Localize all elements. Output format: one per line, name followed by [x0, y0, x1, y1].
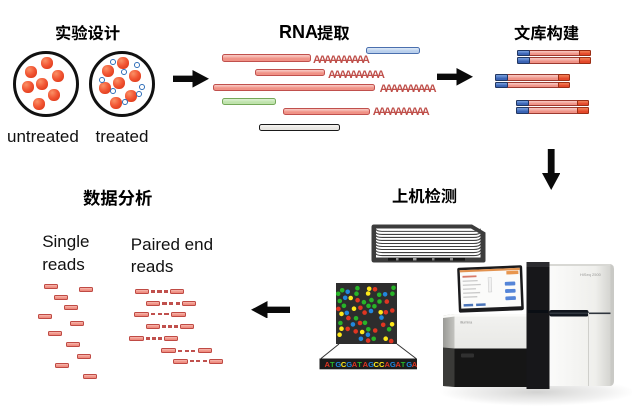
svg-text:G: G: [390, 360, 396, 369]
svg-text:A: A: [325, 360, 331, 369]
svg-text:C: C: [379, 360, 385, 369]
svg-text:HiSeq 2500: HiSeq 2500: [580, 272, 602, 277]
svg-text:A: A: [352, 360, 358, 369]
svg-text:illumina: illumina: [460, 321, 472, 325]
svg-text:A: A: [412, 360, 418, 369]
svg-text:G: G: [346, 360, 352, 369]
svg-text:A: A: [395, 360, 401, 369]
svg-text:G: G: [368, 360, 374, 369]
svg-text:T: T: [330, 360, 335, 369]
svg-text:C: C: [341, 360, 347, 369]
svg-text:T: T: [401, 360, 406, 369]
svg-text:G: G: [335, 360, 341, 369]
svg-text:A: A: [363, 360, 369, 369]
svg-text:C: C: [374, 360, 380, 369]
svg-text:G: G: [406, 360, 412, 369]
svg-text:T: T: [357, 360, 362, 369]
svg-text:A: A: [384, 360, 390, 369]
